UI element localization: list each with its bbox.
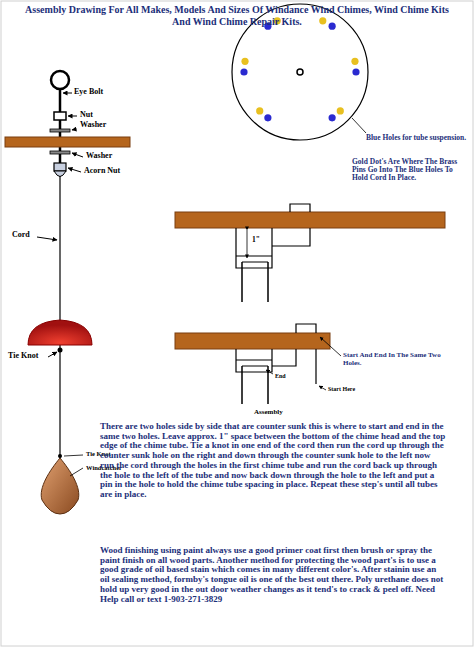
acorn-nut-dome: [54, 171, 66, 177]
cord: [236, 349, 316, 384]
chime-tube: [242, 262, 268, 263]
part-label: Tie Knot: [8, 352, 53, 361]
part-label: Eye Bolt: [74, 88, 134, 97]
gold-dot: [319, 17, 326, 24]
center-hole: [297, 69, 303, 75]
nut: [54, 112, 66, 120]
chime-tube: [242, 262, 268, 302]
leader-line: [68, 116, 77, 117]
leader-line: [72, 153, 83, 157]
part-label: Cord: [12, 231, 42, 240]
chime-tube: [242, 366, 268, 367]
washer: [50, 151, 70, 154]
leader-line: [352, 118, 366, 133]
dimension-label: 1": [252, 236, 272, 244]
part-label: Acorn Nut: [84, 167, 144, 176]
cord: [59, 176, 60, 458]
leader-line: [319, 386, 326, 390]
blue-hole: [329, 23, 336, 30]
threading-detail: [175, 324, 341, 404]
acorn-nut: [54, 163, 66, 171]
gold-dot: [337, 107, 344, 114]
leader-line: [266, 370, 273, 374]
blue-hole: [352, 68, 359, 75]
wood-top: [5, 137, 130, 147]
wood-top: [175, 212, 445, 228]
gold-dot: [351, 58, 358, 65]
leader-line: [63, 93, 72, 94]
section-label: Assembly: [254, 409, 304, 417]
part-label: Washer: [80, 121, 125, 130]
leader-line: [37, 237, 57, 240]
windcatcher: [41, 458, 79, 514]
striker: [28, 320, 92, 345]
note: Blue Holes for tube suspension.: [366, 134, 470, 142]
leader-line: [320, 337, 341, 356]
cord: [290, 204, 310, 212]
leader-line: [72, 129, 77, 130]
instruction-text: Wood finishing using paint always use a …: [100, 546, 446, 604]
chime-tube: [242, 366, 268, 404]
washer: [50, 129, 70, 132]
eye-bolt: [51, 71, 69, 89]
note: Start And End In The Same Two Holes.: [343, 352, 453, 367]
gold-dot: [241, 58, 248, 65]
leader-line: [64, 455, 83, 456]
dimension-line: [247, 230, 248, 258]
part-label: Start Here: [328, 386, 378, 392]
cord: [296, 324, 316, 333]
leader-line: [70, 468, 83, 476]
instruction-text: There are two holes side by side that ar…: [100, 422, 446, 500]
part-label: Nut: [80, 111, 120, 120]
title: Assembly Drawing For All Makes, Models A…: [20, 4, 454, 28]
leader-line: [48, 352, 57, 357]
note: Gold Dot's Are Where The Brass Pins Go I…: [352, 158, 470, 182]
wood-top: [175, 333, 330, 349]
cord: [236, 228, 310, 268]
hole-dots: [240, 17, 359, 121]
spacing-detail: [175, 204, 445, 302]
blue-hole: [264, 114, 271, 121]
blue-hole: [329, 114, 336, 121]
part-label: End: [275, 373, 305, 379]
blue-hole: [240, 68, 247, 75]
leader-line: [68, 168, 81, 172]
part-label: Washer: [86, 152, 131, 161]
gold-dot: [256, 107, 263, 114]
tie-knot: [58, 348, 63, 353]
